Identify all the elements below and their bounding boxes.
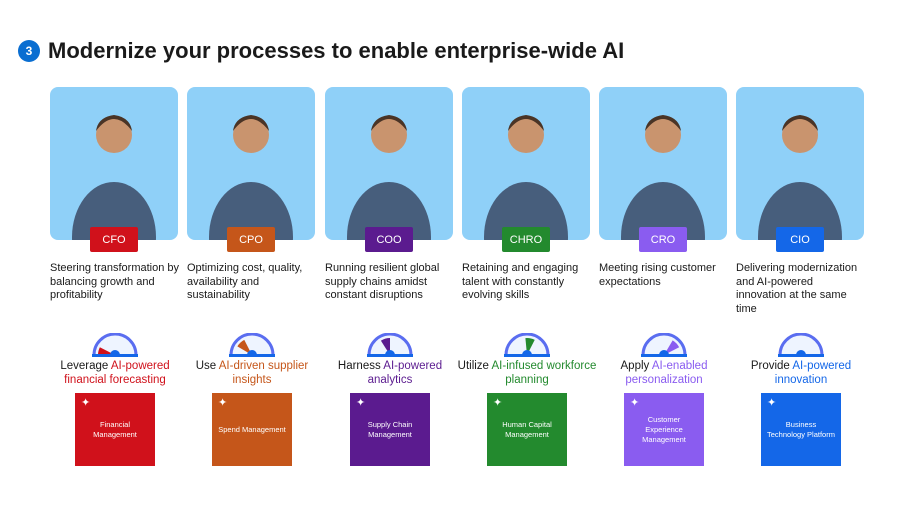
role-description: Steering transformation by balancing gro…: [50, 262, 180, 301]
role-badge: CIO: [776, 227, 824, 252]
role-column-cio: CIO Delivering modernization and AI-powe…: [736, 87, 866, 466]
gauge-icon: [504, 333, 550, 357]
sparkle-icon: ✦: [356, 397, 366, 409]
solution-label: Spend Management: [218, 424, 286, 434]
goal-text: Leverage AI-powered financial forecastin…: [60, 360, 170, 386]
step-number: 3: [18, 40, 40, 62]
person-photo: [325, 87, 453, 240]
goal-highlight: AI-enabled personalization: [625, 360, 708, 386]
role-badge: COO: [365, 227, 413, 252]
solution-tile[interactable]: ✦ Human Capital Management: [487, 393, 567, 466]
gauge-icon: [229, 333, 275, 357]
goal-text: Apply AI-enabled personalization: [620, 360, 708, 386]
goal-text: Utilize AI-infused workforce planning: [457, 360, 597, 386]
solution-label: Financial Management: [93, 419, 137, 439]
solution-tile[interactable]: ✦ Supply Chain Management: [350, 393, 430, 466]
goal-text: Harness AI-powered analytics: [337, 360, 443, 386]
solution-label: Supply Chain Management: [367, 419, 413, 439]
role-column-coo: COO Running resilient global supply chai…: [325, 87, 455, 466]
sparkle-icon: ✦: [630, 397, 640, 409]
role-description: Meeting rising customer expectations: [599, 262, 716, 288]
sparkle-icon: ✦: [493, 397, 503, 409]
role-description: Retaining and engaging talent with const…: [462, 262, 579, 301]
goal-highlight: AI-powered analytics: [367, 360, 443, 386]
sparkle-icon: ✦: [81, 397, 91, 409]
person-photo: [736, 87, 864, 240]
solution-label: Business Technology Platform: [767, 419, 835, 439]
person-photo: [599, 87, 727, 240]
solution-tile[interactable]: ✦ Spend Management: [212, 393, 292, 466]
role-badge: CPO: [227, 227, 275, 252]
gauge-icon: [778, 333, 824, 357]
person-photo: [462, 87, 590, 240]
solution-tile[interactable]: ✦ Financial Management: [75, 393, 155, 466]
goal-highlight: AI-powered financial forecasting: [64, 360, 170, 386]
person-photo: [50, 87, 178, 240]
role-badge: CRO: [639, 227, 687, 252]
solution-label: Human Capital Management: [502, 419, 552, 439]
goal-highlight: AI-powered innovation: [774, 360, 852, 386]
goal-highlight: AI-driven supplier insights: [218, 360, 309, 386]
sparkle-icon: ✦: [218, 397, 228, 409]
role-badge: CFO: [90, 227, 138, 252]
role-column-chro: CHRO Retaining and engaging talent with …: [458, 87, 596, 466]
role-column-cpo: CPO Optimizing cost, quality, availabili…: [187, 87, 317, 466]
gauge-wedge: [664, 340, 680, 355]
role-description: Running resilient global supply chains a…: [325, 262, 440, 301]
solution-label: Customer Experience Management: [642, 414, 686, 444]
sparkle-icon: ✦: [767, 397, 777, 409]
gauge-wedge: [237, 339, 252, 355]
goal-text: Provide AI-powered innovation: [750, 360, 852, 386]
role-column-cfo: CFO Steering transformation by balancing…: [50, 87, 180, 466]
goal-highlight: AI-infused workforce planning: [491, 360, 597, 386]
person-photo: [187, 87, 315, 240]
role-description: Delivering modernization and AI-powered …: [736, 262, 858, 315]
solution-tile[interactable]: ✦ Business Technology Platform: [761, 393, 841, 466]
gauge-icon: [92, 333, 138, 357]
gauge-icon: [367, 333, 413, 357]
role-description: Optimizing cost, quality, availability a…: [187, 262, 303, 301]
page-title: Modernize your processes to enable enter…: [48, 38, 625, 63]
goal-text: Use AI-driven supplier insights: [195, 360, 309, 386]
role-column-cro: CRO Meeting rising customer expectations…: [599, 87, 729, 466]
solution-tile[interactable]: ✦ Customer Experience Management: [624, 393, 704, 466]
slide-title: 3 Modernize your processes to enable ent…: [18, 38, 624, 64]
gauge-icon: [641, 333, 687, 357]
role-badge: CHRO: [502, 227, 550, 252]
